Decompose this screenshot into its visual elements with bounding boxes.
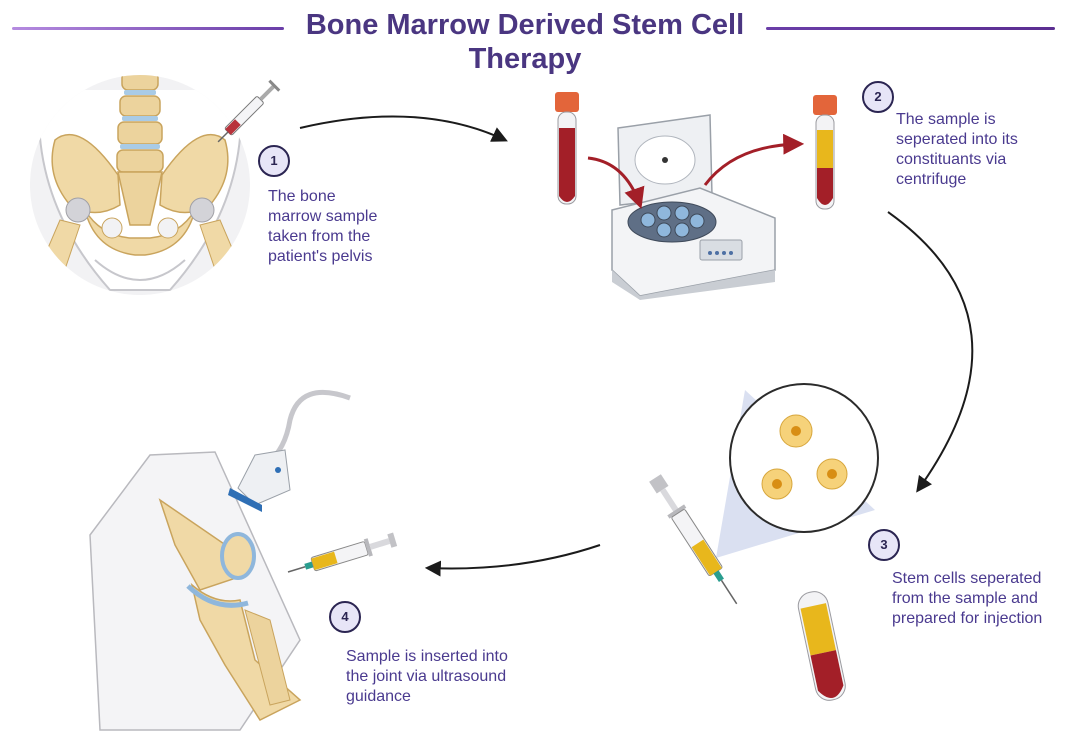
stem-cells-magnified — [716, 384, 878, 558]
pelvis-illustration — [30, 72, 250, 295]
step-2-badge: 2 — [862, 81, 894, 113]
centrifuge-icon — [612, 115, 775, 300]
flow-arrow-2 — [888, 212, 972, 490]
step-2-text: The sample is seperated into its constit… — [896, 110, 1056, 190]
step-4-text: Sample is inserted into the joint via ul… — [346, 647, 536, 707]
step-1-text: The bone marrow sample taken from the pa… — [268, 187, 408, 267]
step-3-text: Stem cells seperated from the sample and… — [892, 569, 1062, 629]
separated-tube-icon — [813, 95, 837, 209]
ultrasound-probe-icon — [228, 392, 350, 512]
flow-arrow-1 — [300, 116, 505, 140]
knee-syringe-icon — [285, 531, 397, 581]
centrifuge-out-arrow — [705, 144, 800, 185]
stem-cell-tube-icon — [796, 589, 848, 703]
step-4-badge: 4 — [329, 601, 361, 633]
blood-tube-icon — [555, 92, 579, 204]
step-3-badge: 3 — [868, 529, 900, 561]
flow-arrow-3 — [428, 545, 600, 569]
step-1-badge: 1 — [258, 145, 290, 177]
